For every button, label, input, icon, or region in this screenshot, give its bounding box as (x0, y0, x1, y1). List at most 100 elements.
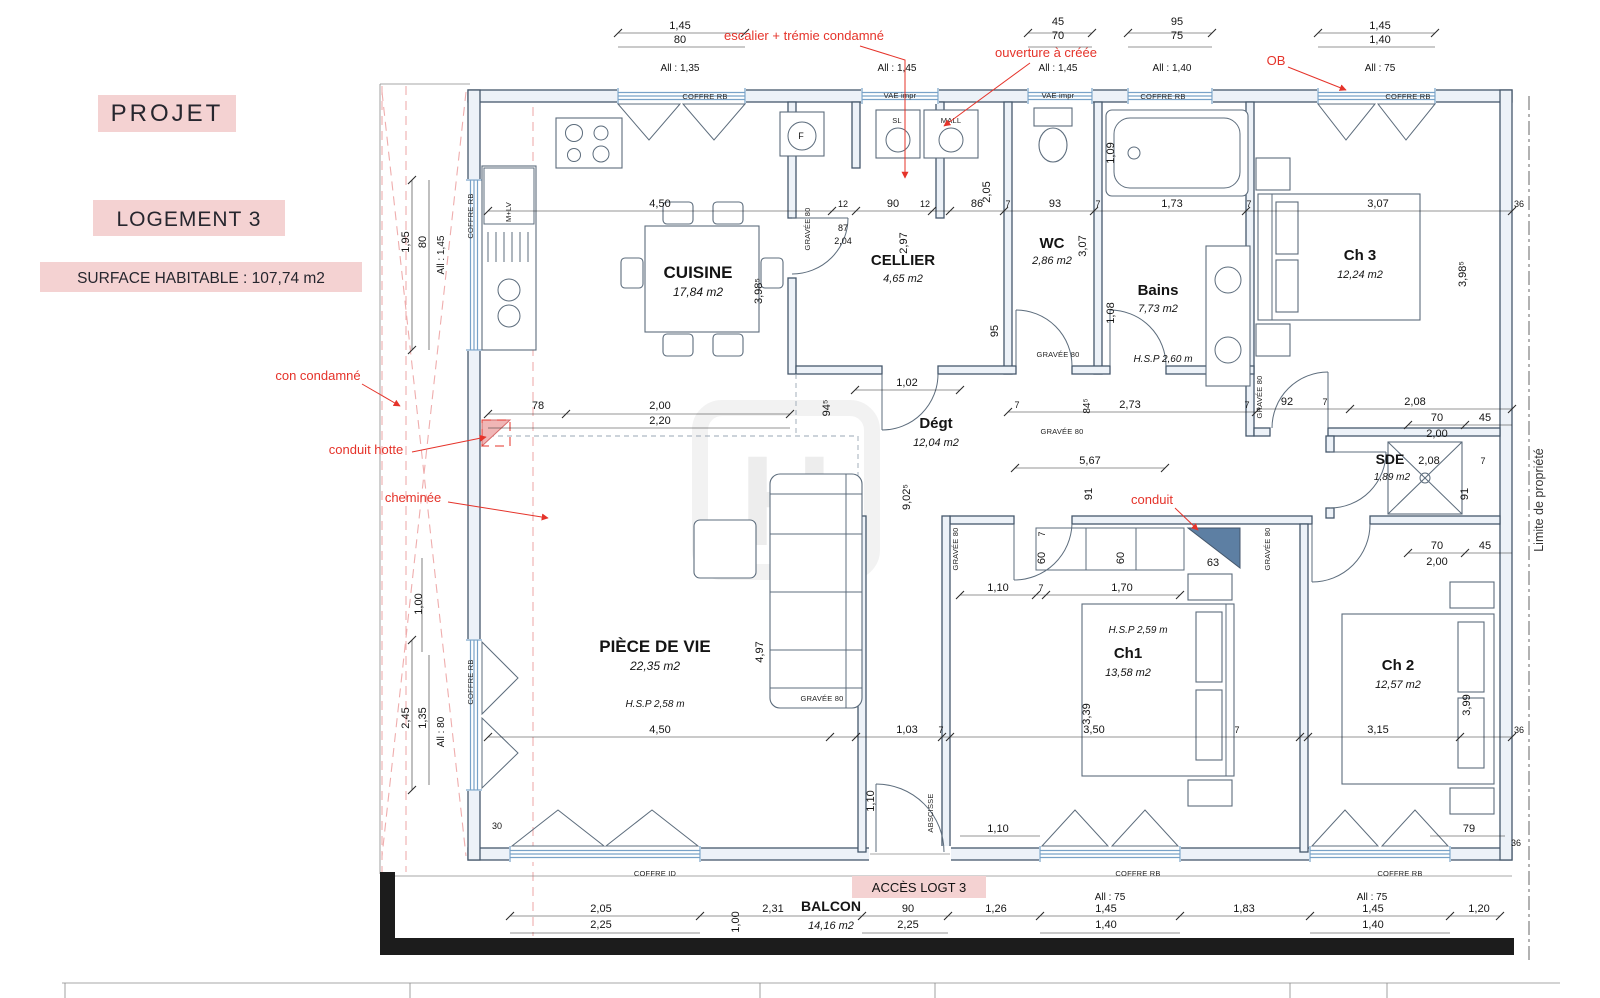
room-area-wc: 2,86 m2 (1031, 255, 1072, 267)
fridge-label: F (798, 131, 804, 141)
dim: 2,73 (1119, 399, 1140, 411)
room-name-sde: SDE (1376, 451, 1405, 467)
coffre-label: COFFRE RB (466, 193, 475, 238)
dim: 45 (1052, 16, 1064, 28)
dim: 1,45 (1369, 20, 1390, 32)
allege-label: All : 1,45 (436, 235, 447, 274)
dim: 7 (938, 725, 943, 735)
gravee-label: GRAVÉE 80 (803, 208, 812, 251)
dim: 7 (1095, 199, 1100, 209)
room-hsp-bains: H.S.P 2,60 m (1133, 354, 1192, 365)
ch2-furniture (1341, 581, 1495, 815)
dim: 4,50 (649, 724, 670, 736)
dim: 2,08 (1418, 455, 1439, 467)
dim: 1,40 (1095, 919, 1116, 931)
sde-shower (1387, 441, 1463, 515)
dim: 12 (838, 199, 848, 209)
sl-label: SL (892, 116, 902, 125)
dim: 1,10 (987, 582, 1008, 594)
dim: 2,00 (649, 400, 670, 412)
dim: 36 (1511, 838, 1521, 848)
dim: 7 (1005, 199, 1010, 209)
acces-label: ACCÈS LOGT 3 (872, 880, 966, 895)
dim: 2,31 (762, 903, 783, 915)
room-name-ch2: Ch 2 (1382, 657, 1415, 674)
wc-toilet (1033, 107, 1073, 163)
room-area-cellier: 4,65 m2 (883, 273, 923, 285)
vae-label: VAE impr (1042, 91, 1075, 100)
allege-label: All : 1,45 (1039, 63, 1078, 74)
dim: 2,25 (590, 919, 611, 931)
dim: 1,02 (896, 377, 917, 389)
door-kitchen-cellier (791, 217, 849, 275)
dim: 60 (1115, 552, 1127, 564)
dim: 7 (1037, 531, 1047, 536)
dim: 80 (674, 34, 686, 46)
dim: 2,97 (898, 232, 910, 253)
door-ch1 (1013, 523, 1073, 581)
room-area-ch1: 13,58 m2 (1105, 667, 1151, 679)
dim: 1,03 (896, 724, 917, 736)
dim: 2,00 (1426, 428, 1447, 440)
dim: 2,25 (897, 919, 918, 931)
dim: 75 (1171, 30, 1183, 42)
room-name-degt: Dégt (919, 415, 952, 432)
bottom-table (62, 982, 1560, 998)
projet-highlight (98, 95, 236, 132)
coffre-id-label: COFFRE ID (634, 869, 677, 878)
dim: 70 (1052, 30, 1064, 42)
note-conduit-hotte: conduit hotte (329, 442, 403, 457)
dim: 1,45 (669, 20, 690, 32)
gravee-label: GRAVÉE 80 (1037, 350, 1080, 359)
cellier-appliances (779, 109, 979, 159)
window-bottom-ch1 (1039, 809, 1181, 862)
room-labels: CUISINE 17,84 m2 CELLIER 4,65 m2 WC 2,86… (599, 235, 1421, 932)
kitchen-furniture (481, 117, 784, 357)
doors (791, 217, 1387, 853)
gravee-label: GRAVÉE 80 (1255, 376, 1264, 419)
dim: 7 (1480, 456, 1485, 466)
dim: 60 (1036, 552, 1048, 564)
component-labels: COFFRE RB VAE impr VAE impr COFFRE RB CO… (466, 91, 1546, 903)
coffre-label: COFFRE RB (1377, 869, 1422, 878)
allege-label: All : 80 (436, 716, 447, 747)
room-name-wc: WC (1040, 235, 1065, 252)
coffre-label: COFFRE RB (1385, 92, 1430, 101)
vae-label: VAE impr (884, 91, 917, 100)
dim: 36 (1514, 725, 1524, 735)
dim: 78 (532, 400, 544, 412)
dim: 7 (1244, 400, 1249, 410)
dim: 45 (1479, 412, 1491, 424)
dim: 1,26 (985, 903, 1006, 915)
dim: 4,50 (649, 198, 670, 210)
windows (466, 88, 1451, 862)
allege-label: All : 1,45 (878, 63, 917, 74)
dim: 1,45 (1095, 903, 1116, 915)
dim: 3,98⁵ (1457, 261, 1469, 287)
room-area-piece-de-vie: 22,35 m2 (629, 659, 680, 673)
door-sde (1329, 451, 1387, 509)
dim: 45 (1479, 540, 1491, 552)
dim: 1,09 (1105, 142, 1117, 163)
room-name-cuisine: CUISINE (664, 263, 733, 282)
room-area-degt: 12,04 m2 (913, 437, 959, 449)
dim: 79 (1463, 823, 1475, 835)
dim: 1,73 (1161, 198, 1182, 210)
balcony-rail-bottom (380, 938, 1514, 955)
conduit-shaft (1186, 527, 1241, 570)
dim: 7 (1014, 400, 1019, 410)
room-area-bains: 7,73 m2 (1138, 303, 1178, 315)
allege-label: All : 75 (1365, 63, 1396, 74)
dim: 1,00 (413, 593, 425, 614)
dim: 1,83 (1233, 903, 1254, 915)
dim: 3,50 (1083, 724, 1104, 736)
window-top-kitchen (616, 88, 747, 141)
dim: 92 (1281, 396, 1293, 408)
dim: 2,45 (400, 707, 412, 728)
gravee-label: GRAVÉE 80 (1263, 528, 1272, 571)
door-ch3 (1271, 371, 1329, 429)
dim: 12 (920, 199, 930, 209)
window-top-wc (1027, 88, 1093, 104)
ch1-furniture (1035, 527, 1241, 807)
dim: 36 (1514, 199, 1524, 209)
